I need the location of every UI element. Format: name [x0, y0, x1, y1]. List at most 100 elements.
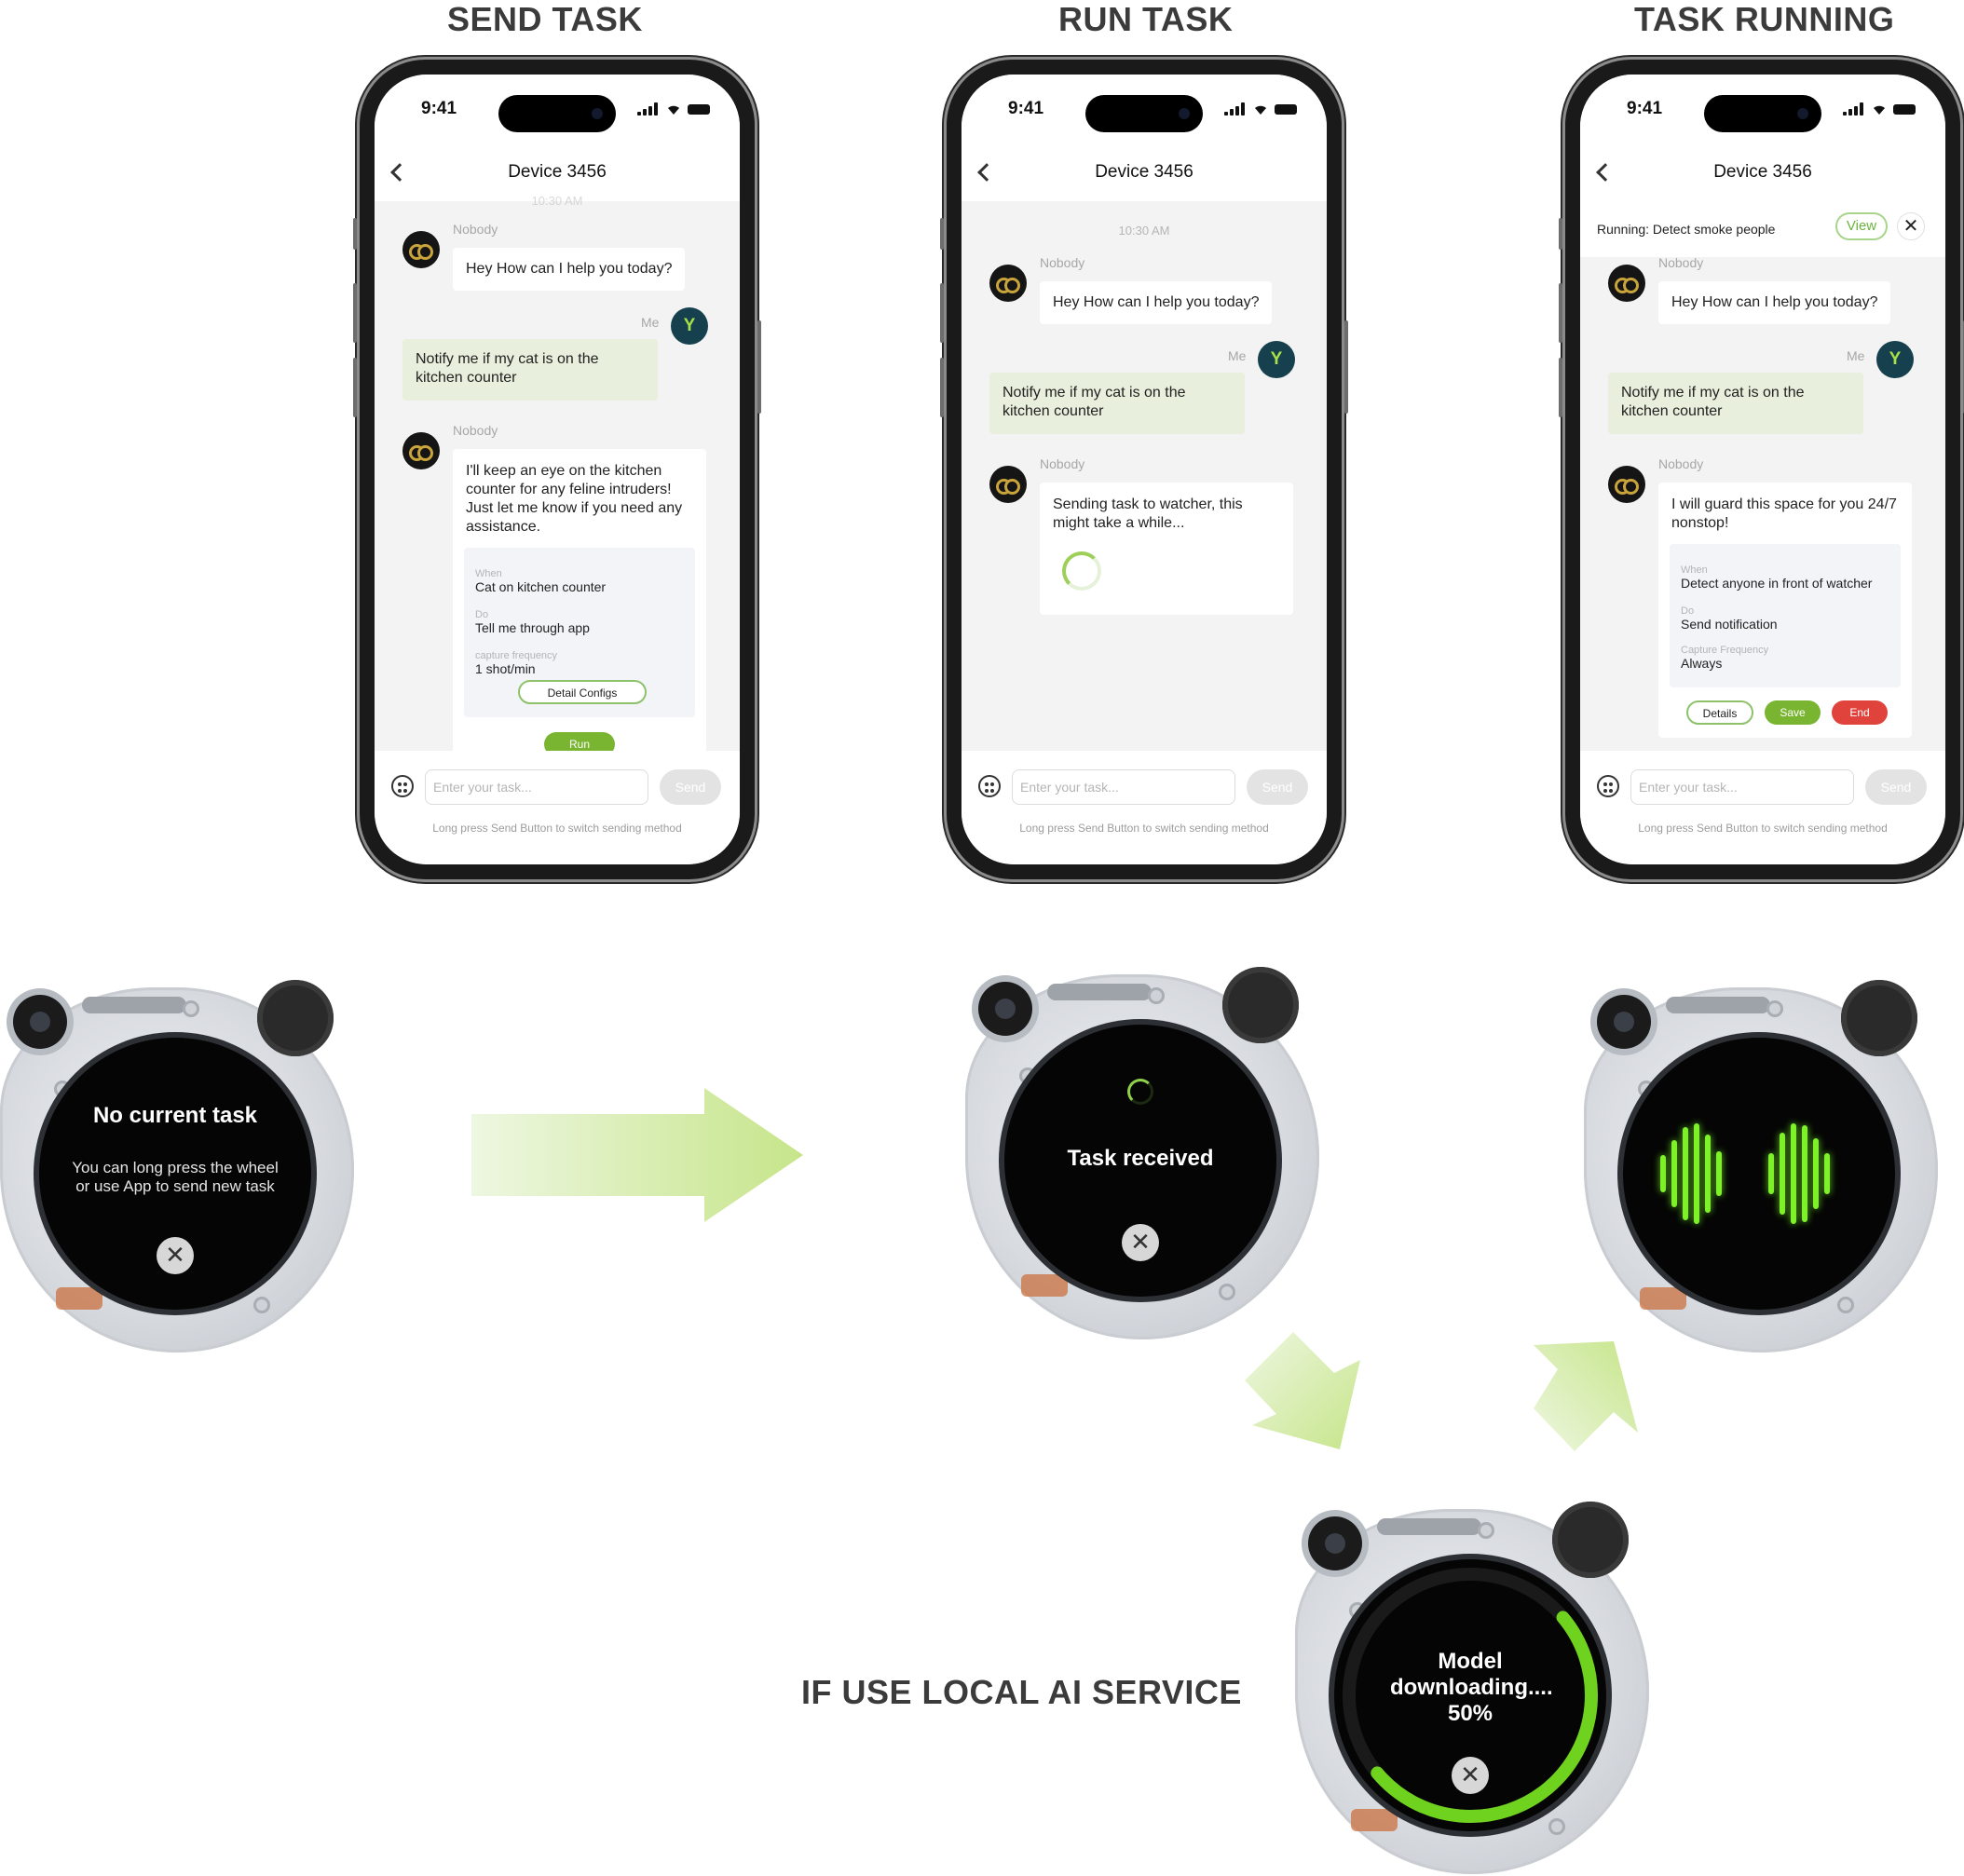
do-label: Do — [1681, 605, 1695, 617]
status-bar: 9:41 — [1580, 75, 1945, 149]
status-icons — [1843, 102, 1916, 116]
save-button[interactable]: Save — [1765, 700, 1821, 725]
when-value: Cat on kitchen counter — [475, 579, 607, 594]
send-hint: Long press Send Button to switch sending… — [1638, 822, 1888, 835]
bot-sender-name: Nobody — [1658, 255, 1704, 270]
emoji-icon[interactable] — [978, 775, 1001, 797]
flow-arrow-right-icon — [471, 1088, 803, 1222]
dynamic-island — [1704, 95, 1821, 132]
wifi-icon — [668, 105, 679, 115]
idle-title: No current task — [92, 1103, 258, 1128]
wheel-knob[interactable] — [1552, 1502, 1629, 1578]
bot-reply-text: Sending task to watcher, this might take… — [1053, 496, 1243, 531]
when-label: When — [475, 568, 502, 579]
phone-screen: 9:41 Device 3456 Nobody Hey How can I he… — [1580, 75, 1945, 864]
bot-message-greeting: Hey How can I help you today? — [1658, 281, 1891, 324]
emoji-icon[interactable] — [1597, 775, 1619, 797]
me-sender-name: Me — [641, 315, 660, 330]
chat-footer: Enter your task... Send Long press Send … — [375, 751, 740, 864]
task-input[interactable]: Enter your task... — [1630, 769, 1854, 805]
bot-task-card: I'll keep an eye on the kitchen counter … — [453, 449, 706, 769]
watcher-device-downloading: Model downloading.... 50% ✕ — [1295, 1502, 1649, 1874]
section-title-local-ai: IF USE LOCAL AI SERVICE — [801, 1673, 1242, 1711]
send-button[interactable]: Send — [1865, 769, 1927, 805]
status-time: 9:41 — [1008, 99, 1044, 118]
detail-configs-button[interactable]: Detail Configs — [518, 680, 647, 704]
watcher-device-running — [1584, 980, 1938, 1353]
wifi-icon — [1255, 105, 1266, 115]
wheel-knob[interactable] — [1222, 967, 1299, 1043]
bot-reply-text: I'll keep an eye on the kitchen counter … — [466, 463, 683, 535]
user-message: Notify me if my cat is on the kitchen co… — [1608, 373, 1863, 434]
do-label: Do — [475, 609, 489, 620]
status-icons — [1224, 102, 1297, 116]
task-config-panel: When Detect anyone in front of watcher D… — [1670, 544, 1901, 687]
chat-header: Device 3456 — [962, 149, 1327, 201]
close-icon[interactable]: ✕ — [1122, 1224, 1159, 1261]
when-value: Detect anyone in front of watcher — [1681, 576, 1873, 591]
chat-area[interactable]: Nobody Hey How can I help you today? Me … — [1580, 201, 1945, 751]
chat-area[interactable]: 10:30 AM Nobody Hey How can I help you t… — [375, 194, 740, 769]
task-input[interactable]: Enter your task... — [1012, 769, 1235, 805]
phone-task-running: 9:41 Device 3456 Nobody Hey How can I he… — [1559, 60, 1964, 879]
frequency-label: capture frequency — [475, 650, 558, 661]
bot-sender-name: Nobody — [1658, 456, 1704, 471]
bot-reply-text: I will guard this space for you 24/7 non… — [1671, 496, 1897, 531]
close-running-icon[interactable]: ✕ — [1897, 212, 1925, 240]
device-title: Device 3456 — [1095, 162, 1193, 182]
idle-subtitle: You can long press the wheel or use App … — [72, 1159, 279, 1195]
view-button[interactable]: View — [1835, 212, 1888, 240]
task-input[interactable]: Enter your task... — [425, 769, 648, 805]
chat-footer: Enter your task... Send Long press Send … — [1580, 751, 1945, 864]
status-time: 9:41 — [421, 99, 457, 118]
me-avatar: Y — [671, 307, 708, 345]
chat-area[interactable]: 10:30 AM Nobody Hey How can I help you t… — [962, 201, 1327, 751]
received-title: Task received — [1067, 1146, 1214, 1171]
close-icon[interactable]: ✕ — [1452, 1757, 1489, 1794]
me-sender-name: Me — [1847, 348, 1865, 363]
phone-run-task: 9:41 Device 3456 10:30 AM Nobody Hey How… — [940, 60, 1348, 879]
bot-sender-name: Nobody — [1040, 456, 1085, 471]
phone-send-task: 9:41 Device 3456 10:30 AM Nobody Hey How… — [353, 60, 761, 879]
chat-footer: Enter your task... Send Long press Send … — [962, 751, 1327, 864]
emoji-icon[interactable] — [391, 775, 414, 797]
chat-header: Device 3456 — [375, 149, 740, 201]
bot-message-greeting: Hey How can I help you today? — [453, 248, 686, 291]
bot-sending-card: Sending task to watcher, this might take… — [1040, 483, 1293, 615]
end-button[interactable]: End — [1832, 700, 1888, 725]
send-button[interactable]: Send — [660, 769, 721, 805]
bot-sender-name: Nobody — [453, 222, 498, 237]
wheel-knob[interactable] — [1841, 980, 1917, 1056]
bot-running-card: I will guard this space for you 24/7 non… — [1658, 483, 1912, 738]
frequency-label: Capture Frequency — [1681, 645, 1769, 656]
do-value: Send notification — [1681, 617, 1778, 632]
do-value: Tell me through app — [475, 620, 590, 635]
task-config-panel: When Cat on kitchen counter Do Tell me t… — [464, 548, 695, 717]
me-avatar: Y — [1876, 341, 1914, 378]
status-bar: 9:41 — [375, 75, 740, 149]
me-sender-name: Me — [1228, 348, 1247, 363]
dynamic-island — [498, 95, 616, 132]
camera-lens-icon — [1308, 1516, 1362, 1570]
battery-icon — [1893, 104, 1916, 115]
status-bar: 9:41 — [962, 75, 1327, 149]
when-label: When — [1681, 564, 1708, 576]
flow-arrow-down-icon — [1245, 1332, 1360, 1449]
device-display: Model downloading.... 50% ✕ — [1334, 1559, 1606, 1831]
phone-screen: 9:41 Device 3456 10:30 AM Nobody Hey How… — [375, 75, 740, 864]
chat-timestamp: 10:30 AM — [1118, 224, 1170, 238]
me-avatar: Y — [1258, 341, 1295, 378]
running-task-bar: Running: Detect smoke people View ✕ — [1580, 201, 1945, 257]
details-button[interactable]: Details — [1686, 700, 1753, 725]
device-display: Task received ✕ — [1004, 1025, 1276, 1297]
wheel-knob[interactable] — [257, 980, 334, 1056]
device-display — [1623, 1038, 1895, 1310]
device-display: No current task You can long press the w… — [39, 1038, 311, 1310]
watcher-device-idle: No current task You can long press the w… — [0, 980, 354, 1353]
battery-icon — [1275, 104, 1297, 115]
section-title-run-task: RUN TASK — [1058, 0, 1234, 38]
frequency-value: 1 shot/min — [475, 661, 536, 676]
close-icon[interactable]: ✕ — [157, 1237, 194, 1274]
download-title: Model downloading.... 50% — [1390, 1649, 1553, 1726]
send-button[interactable]: Send — [1247, 769, 1308, 805]
